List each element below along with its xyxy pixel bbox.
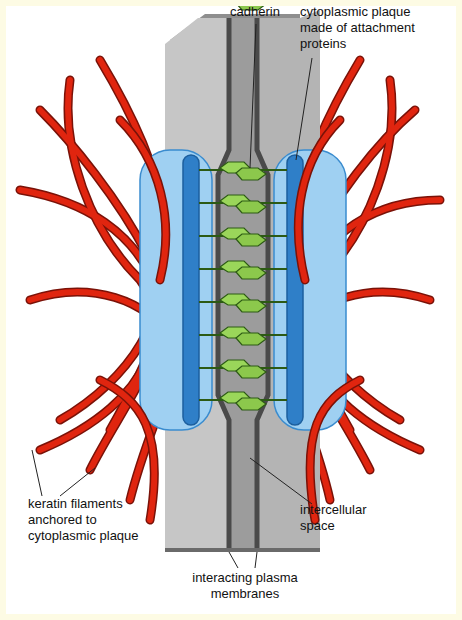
part-label: intercellular space	[300, 502, 390, 534]
keratin-front	[100, 120, 360, 520]
leader-lines	[32, 24, 312, 568]
plasma-membranes	[165, 10, 320, 552]
cadherin-molecules	[199, 6, 287, 410]
cytoplasmic-plaques	[140, 150, 346, 430]
part-label: cytoplasmic plaque made of attachment pr…	[300, 4, 422, 52]
diagram-canvas: cadherin cytoplasmic plaque made of attac…	[6, 6, 456, 614]
part-label: cadherin	[215, 4, 295, 20]
part-label: interacting plasma membranes	[170, 570, 320, 602]
part-label: keratin filaments anchored to cytoplasmi…	[28, 496, 168, 544]
